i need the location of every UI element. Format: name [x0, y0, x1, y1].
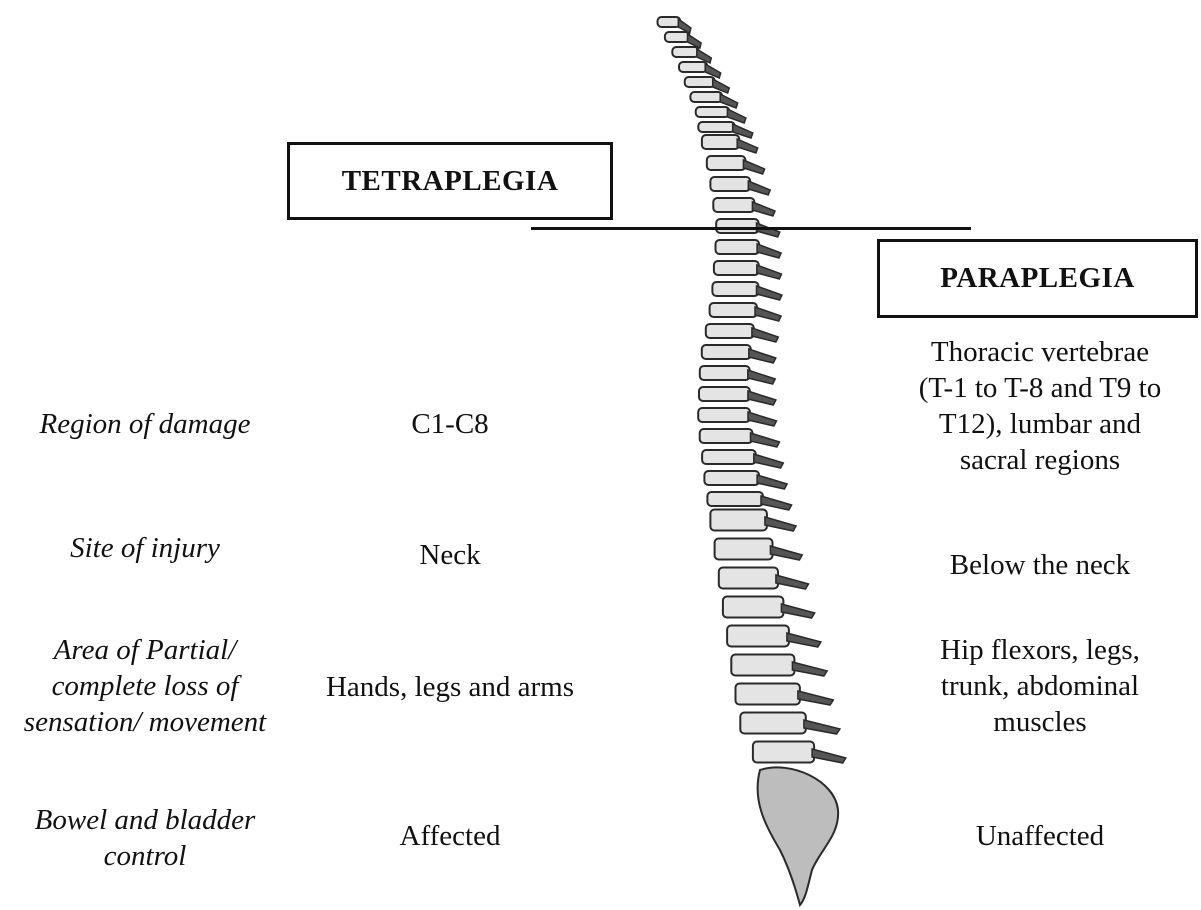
tetraplegia-region-of-damage: C1-C8 — [290, 406, 610, 442]
vertebra — [707, 156, 746, 170]
vertebra — [665, 32, 690, 42]
vertebra — [723, 597, 784, 618]
spinous-process — [751, 433, 780, 447]
spinous-process — [754, 454, 784, 468]
spinous-process — [757, 265, 782, 279]
spinous-process — [748, 370, 775, 384]
vertebra — [715, 539, 773, 560]
vertebra — [753, 742, 814, 763]
spinous-process — [757, 244, 781, 258]
spinous-process — [792, 662, 827, 676]
spinous-process — [688, 34, 702, 48]
vertebra — [713, 198, 754, 212]
vertebra — [731, 655, 794, 676]
vertebra — [740, 713, 806, 734]
paraplegia-loss-of-sensation: Hip flexors, legs, trunk, abdominal musc… — [885, 632, 1195, 740]
spinous-process — [748, 181, 770, 195]
paraplegia-site-of-injury: Below the neck — [885, 547, 1195, 583]
spinous-process — [812, 749, 846, 763]
row-label-bowel-bladder-control: Bowel and bladder control — [0, 802, 290, 874]
spinous-process — [748, 412, 777, 426]
row-label-loss-of-sensation: Area of Partial/ complete loss of sensat… — [0, 632, 290, 740]
vertebra — [716, 219, 758, 233]
vertebra — [716, 240, 760, 254]
spinous-process — [757, 475, 787, 489]
tetraplegia-bowel-bladder-control: Affected — [290, 818, 610, 854]
paraplegia-header: PARAPLEGIA — [877, 239, 1198, 318]
vertebra — [698, 408, 750, 422]
spinous-process — [678, 19, 691, 33]
vertebra — [714, 261, 759, 275]
vertebra — [699, 387, 750, 401]
vertebra — [727, 626, 789, 647]
vertebra — [710, 510, 767, 531]
spinous-process — [765, 517, 796, 531]
spinous-process — [752, 328, 778, 342]
spinous-process — [757, 286, 782, 300]
paraplegia-region-of-damage: Thoracic vertebrae (T-1 to T-8 and T9 to… — [885, 334, 1195, 478]
vertebra — [702, 345, 751, 359]
vertebra — [672, 47, 698, 57]
paraplegia-bowel-bladder-control: Unaffected — [885, 818, 1195, 854]
vertebra — [700, 366, 750, 380]
spinous-process — [705, 64, 721, 78]
vertebra — [710, 177, 750, 191]
spinous-process — [798, 691, 833, 705]
spinous-process — [727, 109, 746, 123]
vertebra — [712, 282, 758, 296]
vertebra — [679, 62, 707, 72]
spinous-process — [720, 94, 738, 108]
spinous-process — [749, 349, 776, 363]
spinous-process — [737, 139, 758, 153]
spinous-process — [761, 496, 792, 510]
tetraplegia-loss-of-sensation: Hands, legs and arms — [290, 669, 610, 705]
vertebra — [690, 92, 722, 102]
tetraplegia-header: TETRAPLEGIA — [287, 142, 613, 220]
spinous-process — [713, 79, 730, 93]
row-label-site-of-injury: Site of injury — [0, 530, 290, 566]
spinous-process — [770, 546, 802, 560]
sacrum — [758, 767, 839, 905]
vertebra — [704, 471, 759, 485]
vertebra — [685, 77, 715, 87]
spinous-process — [743, 160, 764, 174]
vertebra — [700, 429, 753, 443]
spinous-process — [757, 223, 780, 237]
spinous-process — [787, 633, 821, 647]
spinous-process — [755, 307, 781, 321]
vertebra — [736, 684, 800, 705]
vertebra — [706, 324, 754, 338]
vertebra — [698, 122, 734, 132]
vertebra — [710, 303, 757, 317]
vertebra — [707, 492, 763, 506]
vertebral-column — [658, 17, 846, 905]
spinous-process — [804, 720, 840, 734]
tetraplegia-site-of-injury: Neck — [290, 537, 610, 573]
injury-level-divider — [531, 227, 971, 230]
vertebra — [658, 17, 681, 27]
vertebra — [719, 568, 778, 589]
vertebra — [702, 135, 739, 149]
row-label-region-of-damage: Region of damage — [0, 406, 290, 442]
spinous-process — [752, 202, 775, 216]
spinous-process — [748, 391, 776, 405]
spinous-process — [697, 49, 712, 63]
spinous-process — [776, 575, 809, 589]
spinous-process — [781, 604, 814, 618]
vertebra — [696, 107, 730, 117]
vertebra — [702, 450, 756, 464]
